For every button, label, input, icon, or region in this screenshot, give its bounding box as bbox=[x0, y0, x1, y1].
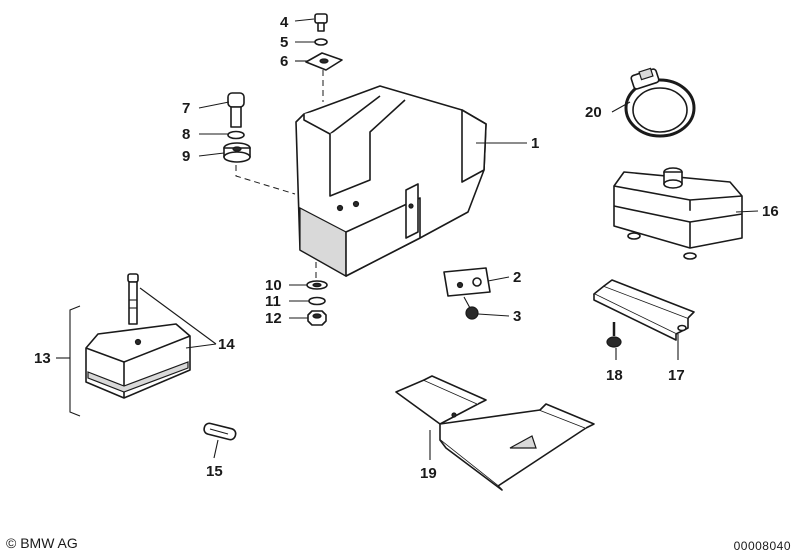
callout-20: 20 bbox=[585, 104, 602, 121]
callout-7: 7 bbox=[182, 100, 190, 117]
callout-4: 4 bbox=[280, 14, 289, 31]
callout-12: 12 bbox=[265, 310, 282, 327]
callout-14: 14 bbox=[218, 336, 235, 353]
part-18-screw bbox=[606, 322, 622, 348]
callout-16: 16 bbox=[762, 203, 779, 220]
part-5-washer bbox=[314, 38, 328, 46]
part-3-screw bbox=[463, 296, 479, 320]
callout-9: 9 bbox=[182, 148, 190, 165]
part-2-bracket bbox=[443, 267, 491, 297]
callout-19: 19 bbox=[420, 465, 437, 482]
part-12-nut bbox=[307, 310, 327, 326]
callout-1: 1 bbox=[531, 135, 539, 152]
part-20-hose-clamp bbox=[624, 67, 696, 138]
part-4-screw bbox=[314, 13, 328, 32]
callout-10: 10 bbox=[265, 277, 282, 294]
part-7-bolt bbox=[227, 92, 245, 128]
callout-6: 6 bbox=[280, 53, 288, 70]
callout-18: 18 bbox=[606, 367, 623, 384]
part-8-washer bbox=[227, 130, 245, 140]
part-17-channel bbox=[593, 279, 695, 341]
callout-2: 2 bbox=[513, 269, 521, 286]
copyright-label: © BMW AG bbox=[6, 535, 78, 551]
part-13-mount-assembly bbox=[85, 323, 191, 399]
callout-13: 13 bbox=[34, 350, 51, 367]
assembly-line-left bbox=[235, 165, 296, 195]
part-14-stud-bolt bbox=[127, 273, 139, 325]
part-11-washer bbox=[308, 296, 326, 306]
leader-lines bbox=[139, 18, 759, 460]
part-9-rubber-mount bbox=[223, 142, 251, 163]
callout-11: 11 bbox=[265, 293, 281, 310]
part-19-plate bbox=[395, 375, 595, 491]
part-6-plate bbox=[305, 52, 343, 71]
callout-8: 8 bbox=[182, 126, 190, 143]
callout-5: 5 bbox=[280, 34, 288, 51]
callout-3: 3 bbox=[513, 308, 521, 325]
callout-15: 15 bbox=[206, 463, 223, 480]
callout-17: 17 bbox=[668, 367, 685, 384]
part-1-housing bbox=[295, 85, 487, 278]
part-10-washer bbox=[306, 280, 328, 290]
diagram-number: 00008040 bbox=[733, 539, 791, 553]
part-16-mount-block bbox=[613, 167, 743, 260]
part-15-pin bbox=[203, 422, 237, 441]
bracket-13 bbox=[69, 305, 81, 417]
